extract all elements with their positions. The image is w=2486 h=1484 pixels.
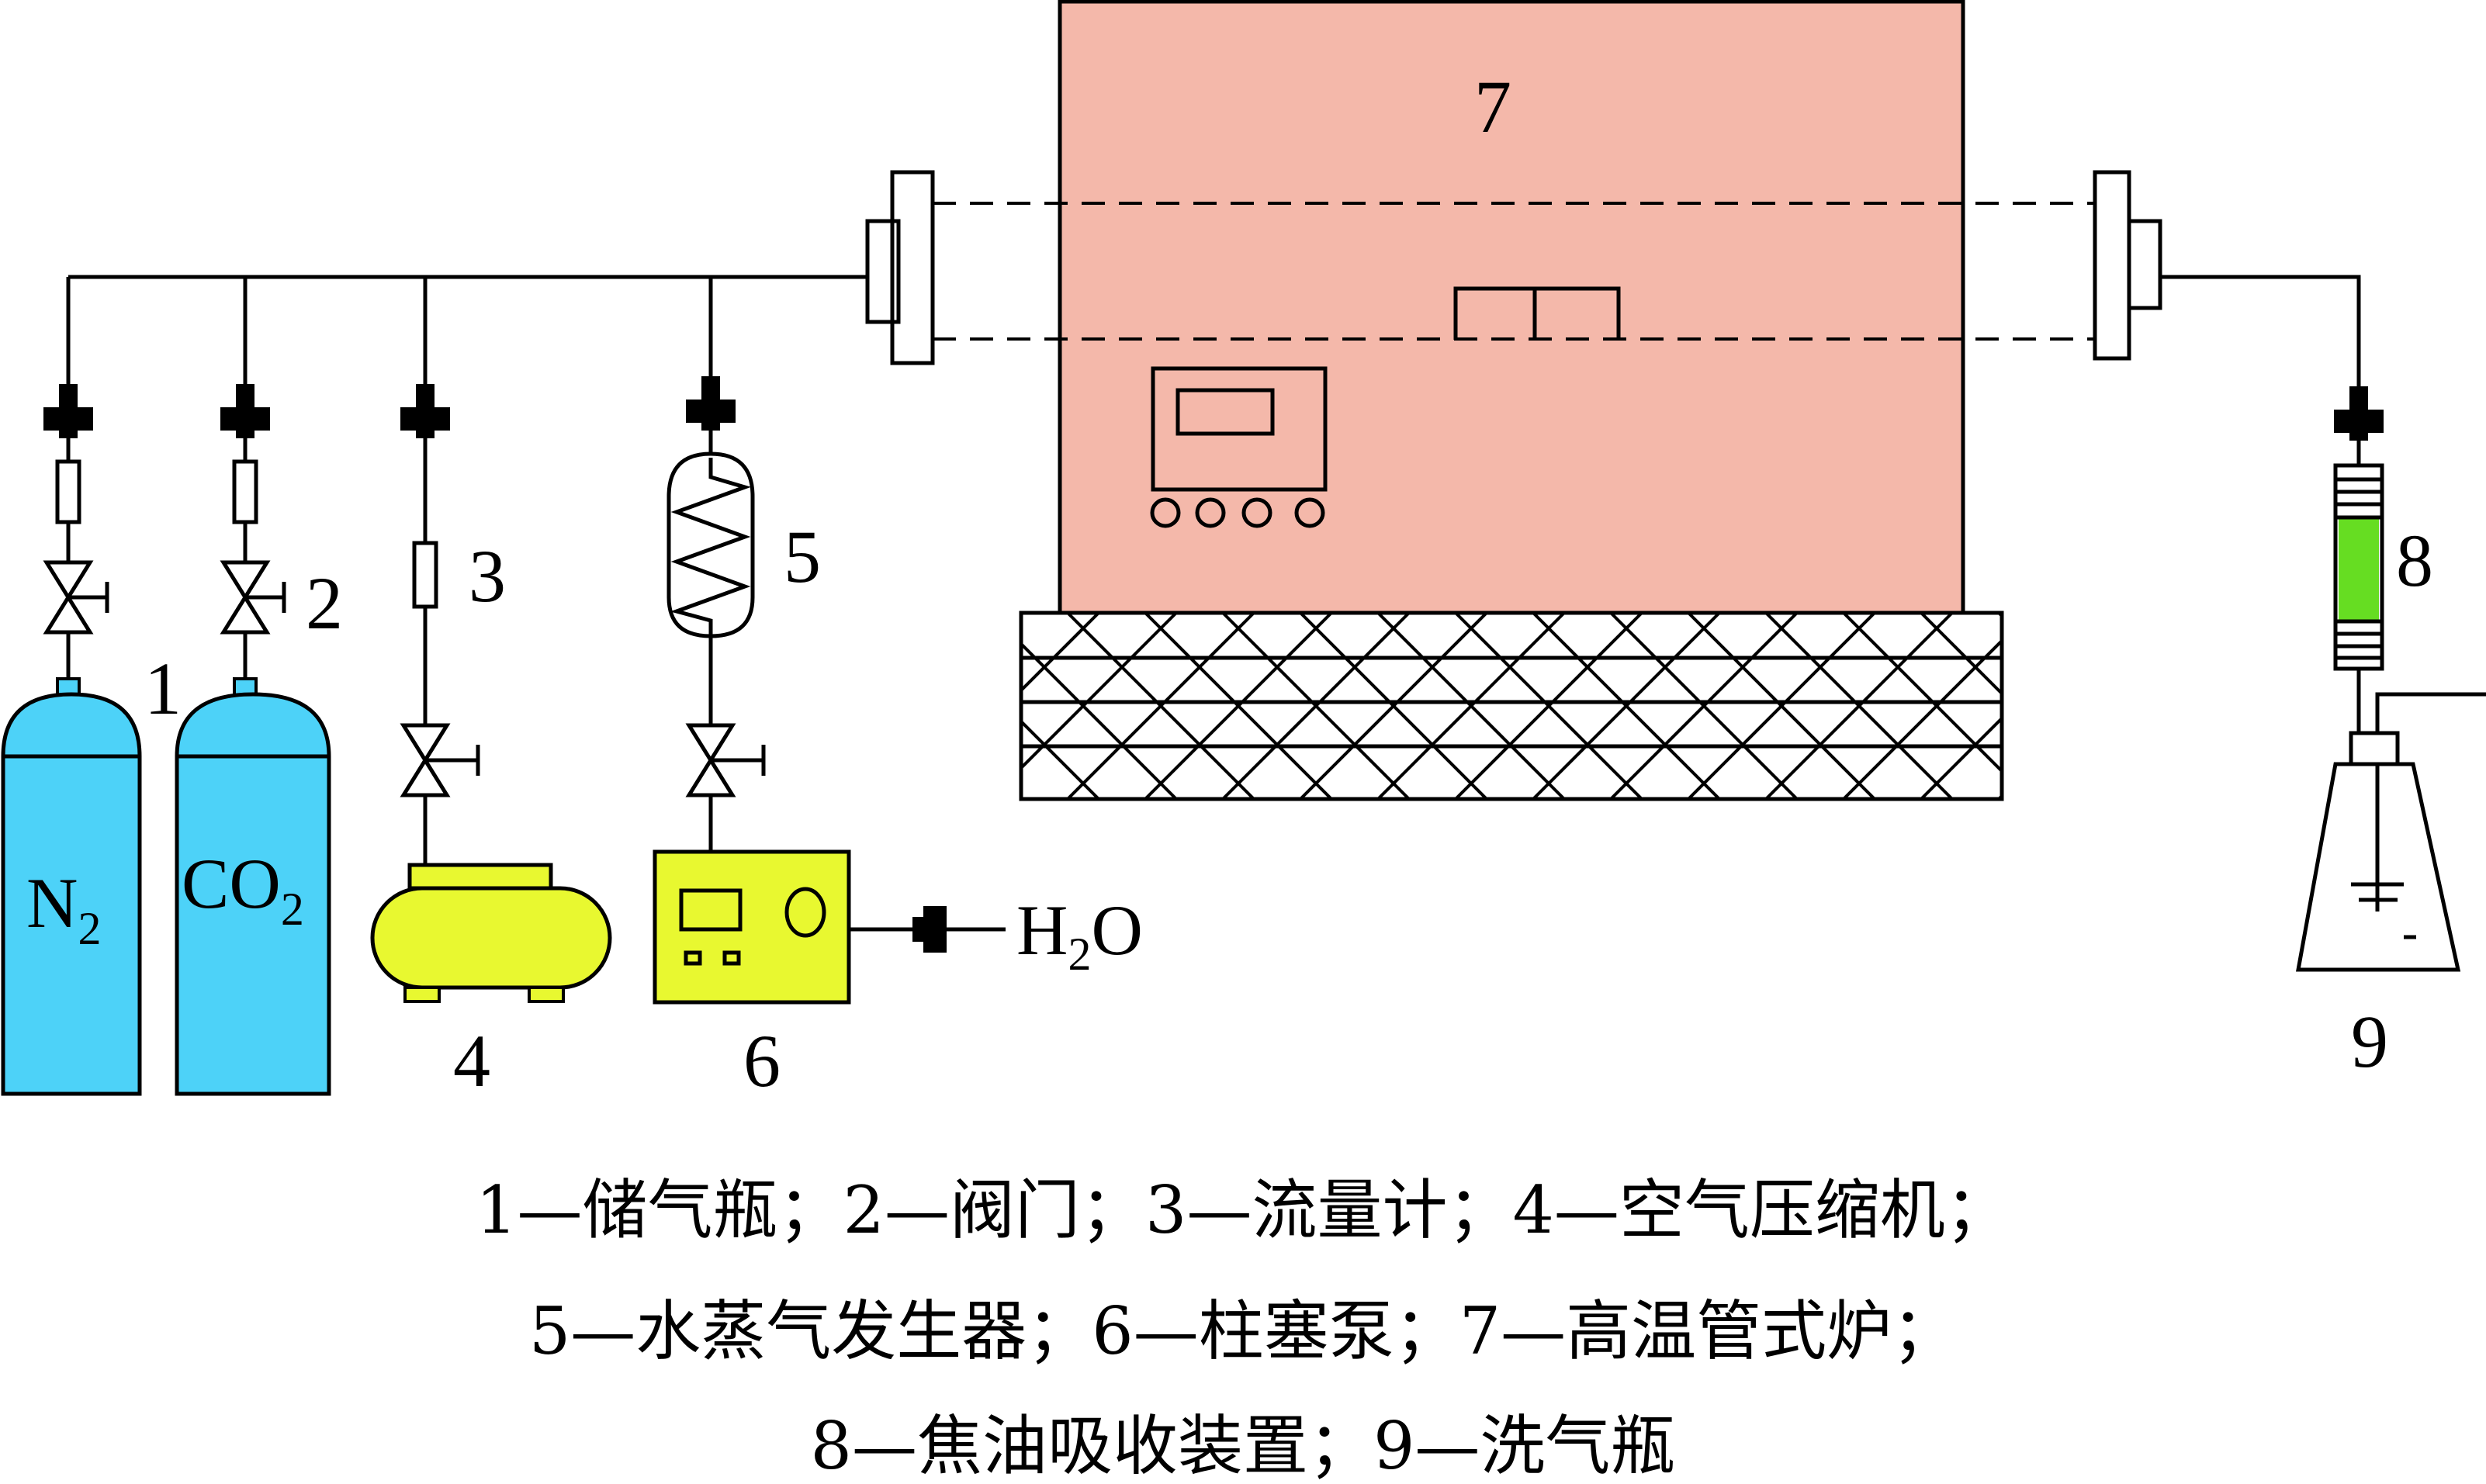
quick-connector-1 [43, 384, 93, 438]
hatch-line [1221, 613, 1411, 799]
furnace-control-panel [1151, 366, 1328, 492]
hatch-line [1066, 613, 1255, 799]
furnace-knob-3 [1241, 497, 1272, 528]
absorber-rings-top [2335, 477, 2382, 520]
n2-cylinder-label: N2 [26, 863, 101, 954]
hatch-line [1687, 613, 1876, 799]
label-1: 1 [144, 647, 182, 730]
furnace-stand [1019, 611, 2340, 801]
co2-cylinder-label: CO2 [182, 844, 304, 935]
co2-cylinder [175, 692, 331, 1096]
liquid-level [2351, 882, 2404, 902]
flowmeter [412, 541, 438, 609]
steam-branch: H2O [653, 376, 1143, 1005]
valve-icon-2 [220, 560, 286, 635]
hatch-line [1920, 613, 2002, 696]
tar-absorber-branch [2296, 386, 2486, 972]
hatch-line [1021, 613, 1023, 615]
hatch-line [1920, 716, 2002, 799]
compressor-top-plate [407, 863, 553, 891]
hatch-line [2154, 613, 2340, 799]
filter-2 [232, 459, 258, 524]
hatch-line [2154, 613, 2340, 799]
furnace-knob-1 [1150, 497, 1181, 528]
heating-coil [670, 458, 751, 636]
water-inlet-connector [912, 906, 947, 953]
pump-display [679, 888, 743, 932]
label-3: 3 [469, 534, 506, 617]
n2-cylinder [1, 692, 142, 1096]
hatch-line [1021, 719, 1100, 799]
hatch-line [2076, 613, 2263, 799]
tube-furnace [1058, 0, 1965, 615]
label-5: 5 [784, 515, 821, 598]
quick-connector-5 [2334, 386, 2384, 441]
compressor-foot-left [403, 986, 441, 1003]
furnace-knob-2 [1195, 497, 1226, 528]
label-2: 2 [306, 562, 343, 645]
hatch-line [1299, 613, 1488, 799]
hatch-line [1997, 613, 2002, 618]
label-9: 9 [2351, 1000, 2388, 1083]
pump-button-1 [684, 950, 702, 966]
outlet-line [2160, 275, 2361, 386]
hatch-line [1842, 638, 2002, 799]
hatch-line [1997, 794, 2002, 799]
hatch-line [1609, 613, 1799, 799]
label-8: 8 [2396, 519, 2433, 602]
sample-boat [1453, 286, 1621, 340]
air-compressor [370, 886, 612, 990]
label-6: 6 [743, 1019, 781, 1102]
absorber-rings-bottom [2335, 619, 2382, 660]
co2-branch: CO2 [175, 384, 331, 1096]
tar-absorber-packing [2339, 517, 2379, 621]
hatch-line [1021, 797, 1023, 799]
hatch-line [1144, 613, 1333, 799]
furnace-knob-4 [1294, 497, 1325, 528]
furnace-body [1058, 0, 1965, 615]
hatch-line [2076, 613, 2263, 799]
quick-connector-3 [400, 384, 450, 438]
hatch-line [1454, 613, 1643, 799]
label-7: 7 [1474, 65, 1511, 148]
compressor-branch [370, 384, 612, 1003]
quick-connector-2 [220, 384, 270, 438]
pump-knob [784, 887, 826, 938]
hatch-line [1376, 613, 1566, 799]
pump-button-2 [722, 950, 741, 966]
furnace-display [1175, 388, 1275, 436]
hatch-line [1532, 613, 1721, 799]
caption-line-2: 5—水蒸气发生器；6—柱塞泵；7—高温管式炉； [528, 1293, 1958, 1369]
valve-icon-3 [400, 723, 480, 797]
plunger-pump [653, 849, 851, 1005]
left-flange [865, 170, 935, 365]
label-4: 4 [453, 1019, 490, 1102]
compressor-foot-right [528, 986, 565, 1003]
valve-icon-4 [685, 723, 766, 797]
quick-connector-4 [686, 376, 736, 431]
caption-line-1: 1—储气瓶；2—阀门；3—流量计；4—空气压缩机； [476, 1172, 2010, 1248]
hatch-line [1764, 613, 1954, 799]
filter-1 [55, 459, 81, 524]
right-flange [2093, 170, 2162, 361]
h2o-label: H2O [1016, 891, 1143, 980]
valve-icon-1 [43, 560, 109, 635]
n2-branch: N2 [1, 384, 142, 1096]
caption-line-3: 8—焦油吸收装置；9—洗气瓶 [810, 1408, 1676, 1484]
hatch-line [1021, 613, 1178, 770]
hatch-line [1021, 613, 1100, 693]
